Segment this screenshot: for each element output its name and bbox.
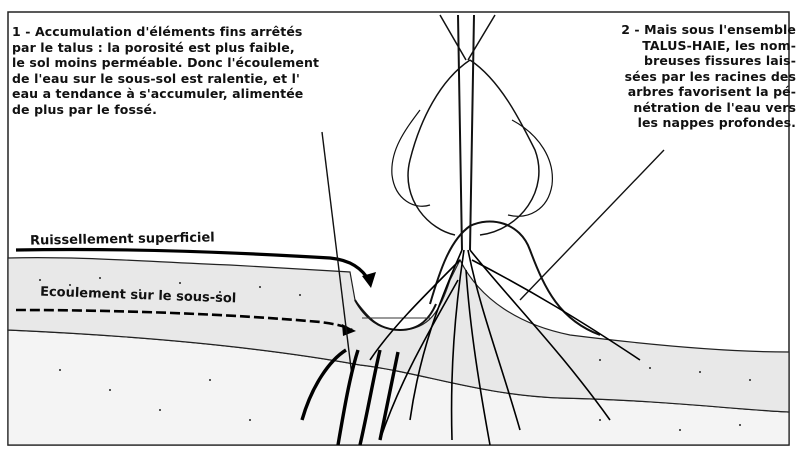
annotation-2-line: nétration de l'eau vers xyxy=(584,100,796,116)
annotation-2-line: TALUS-HAIE, les nom- xyxy=(584,38,796,54)
tree xyxy=(392,15,553,250)
annotation-1-line: le sol moins perméable. Donc l'écoulemen… xyxy=(12,55,384,71)
annotation-2-line: arbres favorisent la pé- xyxy=(584,84,796,100)
annotation-2: 2 - Mais sous l'ensemble TALUS-HAIE, les… xyxy=(584,22,796,131)
annotation-2-line: breuses fissures lais- xyxy=(584,53,796,69)
annotation-2-line: les nappes profondes. xyxy=(584,115,796,131)
annotation-1: 1 - Accumulation d'éléments fins arrêtés… xyxy=(12,24,384,117)
annotation-1-line: 1 - Accumulation d'éléments fins arrêtés xyxy=(12,24,384,40)
annotation-1-line: eau a tendance à s'accumuler, alimentée xyxy=(12,86,384,102)
pointer-note-2 xyxy=(520,150,664,300)
annotation-2-line: 2 - Mais sous l'ensemble xyxy=(584,22,796,38)
annotation-1-line: de l'eau sur le sous-sol est ralentie, e… xyxy=(12,71,384,87)
annotation-2-line: sées par les racines des xyxy=(584,69,796,85)
annotation-1-line: par le talus : la porosité est plus faib… xyxy=(12,40,384,56)
annotation-1-line: de plus par le fossé. xyxy=(12,102,384,118)
